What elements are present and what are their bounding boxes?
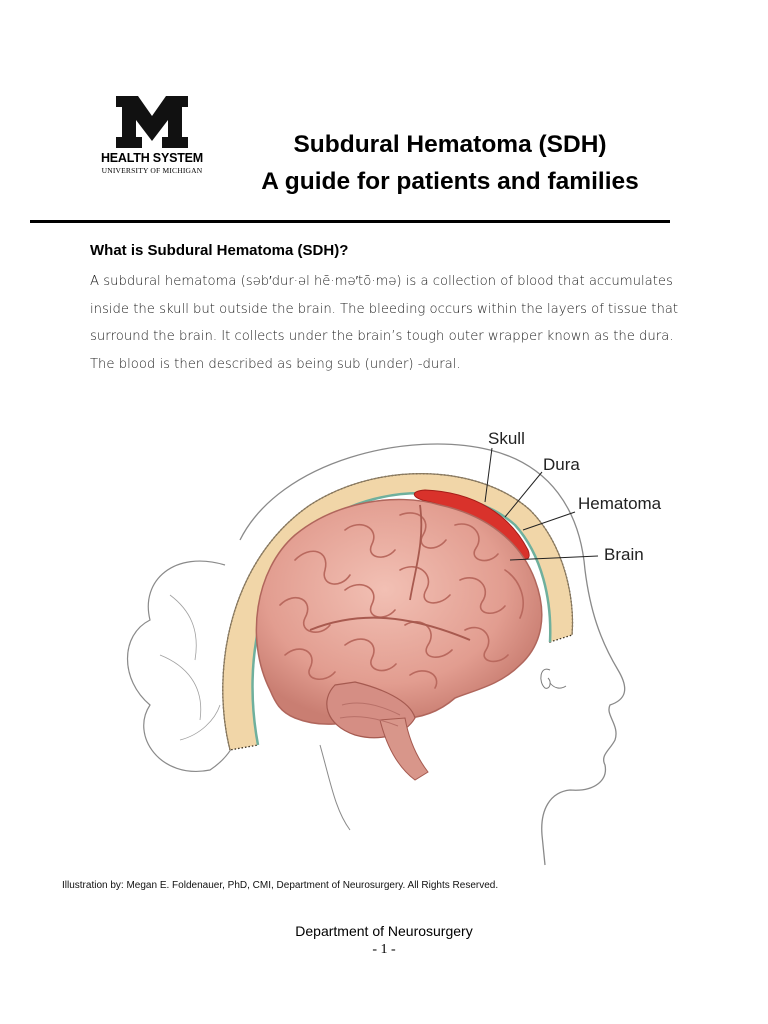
logo-university: UNIVERSITY OF MICHIGAN bbox=[101, 166, 203, 175]
logo-health-system: HEALTH SYSTEM bbox=[100, 151, 204, 165]
illustration-credit: Illustration by: Megan E. Foldenauer, Ph… bbox=[62, 880, 499, 891]
page-number: - 1 - bbox=[372, 942, 396, 957]
leader-lines bbox=[484, 447, 599, 561]
label-dura: Dura bbox=[543, 455, 580, 474]
label-brain: Brain bbox=[604, 545, 644, 564]
health-system-logo: HEALTH SYSTEM UNIVERSITY OF MICHIGAN bbox=[96, 96, 208, 175]
head-outline bbox=[239, 443, 626, 866]
title-line-2: A guide for patients and families bbox=[261, 168, 639, 195]
definition-paragraph: A subdural hematoma (səb′dur·əl hē·mə′tō… bbox=[90, 274, 679, 372]
page-title: Subdural Hematoma (SDH) A guide for pati… bbox=[220, 126, 680, 200]
label-hematoma: Hematoma bbox=[578, 494, 662, 513]
brain-illustration: Skull Dura Hematoma Brain bbox=[127, 429, 662, 866]
hair-bun-outline bbox=[127, 560, 241, 772]
brain-stem bbox=[379, 717, 429, 781]
brain bbox=[255, 498, 543, 725]
block-m-icon bbox=[116, 96, 188, 148]
label-skull: Skull bbox=[488, 429, 525, 448]
jaw-outline bbox=[319, 744, 351, 831]
title-line-1: Subdural Hematoma (SDH) bbox=[293, 131, 607, 158]
section-heading: What is Subdural Hematoma (SDH)? bbox=[90, 242, 349, 259]
brain-gyri bbox=[279, 512, 524, 689]
title-divider bbox=[30, 220, 670, 223]
footer-department: Department of Neurosurgery bbox=[295, 923, 473, 939]
ear-outline bbox=[540, 668, 551, 689]
